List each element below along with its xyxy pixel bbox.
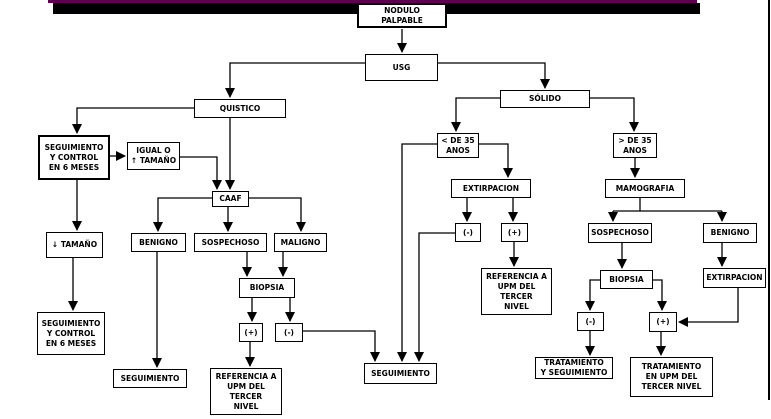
node-biopsia-positivo: (+)	[239, 323, 263, 342]
node-extirpacion-positivo: (+)	[501, 223, 528, 242]
node-extirpacion-negativo: (-)	[455, 223, 481, 242]
node-biopsia2-negativo: (-)	[577, 312, 604, 331]
node-biopsia-negativo: (-)	[275, 323, 303, 342]
node-solido: SÓLIDO	[500, 90, 590, 108]
connector-igualtamano-caaf	[180, 156, 222, 190]
node-mayor-35-anos: > DE 35 ANOS	[613, 133, 657, 158]
node-igual-o-mayor-tamano: IGUAL O ↑ TAMAÑO	[127, 142, 180, 170]
node-tratamiento-seguimiento: TRATAMIENTO Y SEGUIMIENTO	[535, 357, 613, 379]
node-extirpacion-2: EXTIRPACION	[703, 268, 766, 288]
connector-quistico-segcontrol	[72, 107, 194, 134]
page-right-border	[768, 0, 770, 400]
connector-extirpacion2-positivo	[678, 288, 739, 327]
node-maligno: MALIGNO	[274, 233, 327, 252]
node-seguimiento-benigno: SEGUIMIENTO	[113, 369, 187, 388]
connector-extneg-seguimiento	[414, 232, 455, 362]
node-referencia-upm-1: REFERENCIA A UPM DEL TERCER NIVEL	[210, 368, 282, 415]
connector-solido-gt35	[590, 97, 639, 132]
connector-caaf-benigno	[153, 197, 212, 232]
node-extirpacion-1: EXTIRPACION	[451, 179, 531, 198]
node-seguimiento-central: SEGUIMIENTO	[364, 363, 437, 384]
node-biopsia-caaf: BIOPSIA	[239, 278, 295, 298]
node-seguimiento-control-2: SEGUIMIENTO Y CONTROL EN 6 MESES	[37, 312, 105, 355]
node-caaf: CAAF	[212, 191, 249, 207]
node-biopsia2-positivo: (+)	[649, 312, 677, 332]
connector-caaf-maligno	[249, 197, 306, 232]
connector-lt35-extirpacion	[479, 143, 513, 178]
node-sospechoso-caaf: SOSPECHOSO	[194, 233, 267, 252]
node-quistico: QUISTICO	[194, 99, 286, 118]
connector-lt35-seguimiento	[397, 143, 437, 362]
node-referencia-upm-2: REFERENCIA A UPM DEL TERCER NIVEL	[481, 268, 552, 315]
connector-negativo-seguimiento	[303, 330, 380, 362]
connector-solido-lt35	[451, 97, 500, 132]
connector-biopsia2-negativo	[585, 279, 600, 311]
node-sospechoso-mamografia: SOSPECHOSO	[588, 223, 652, 243]
connector-usg-quistico	[225, 62, 365, 98]
connector-biopsia2-positivo	[653, 279, 667, 311]
node-usg: USG	[365, 54, 438, 81]
accent-line	[48, 0, 697, 3]
connector-usg-solido	[438, 62, 550, 89]
node-nodulo-palpable: NODULO PALPABLE	[357, 3, 447, 28]
node-menor-tamano: ↓ TAMAÑO	[46, 232, 103, 258]
node-biopsia-mamografia: BIOPSIA	[600, 270, 653, 289]
node-tratamiento-upm: TRATAMIENTO EN UPM DEL TERCER NIVEL	[630, 357, 713, 397]
node-menor-35-anos: < DE 35 ANOS	[437, 133, 479, 158]
node-seguimiento-control-1: SEGUIMIENTO Y CONTROL EN 6 MESES	[38, 135, 110, 180]
node-benigno-mamografia: BENIGNO	[703, 223, 757, 243]
node-mamografia: MAMOGRAFIA	[605, 179, 685, 198]
node-benigno-caaf: BENIGNO	[131, 233, 186, 252]
